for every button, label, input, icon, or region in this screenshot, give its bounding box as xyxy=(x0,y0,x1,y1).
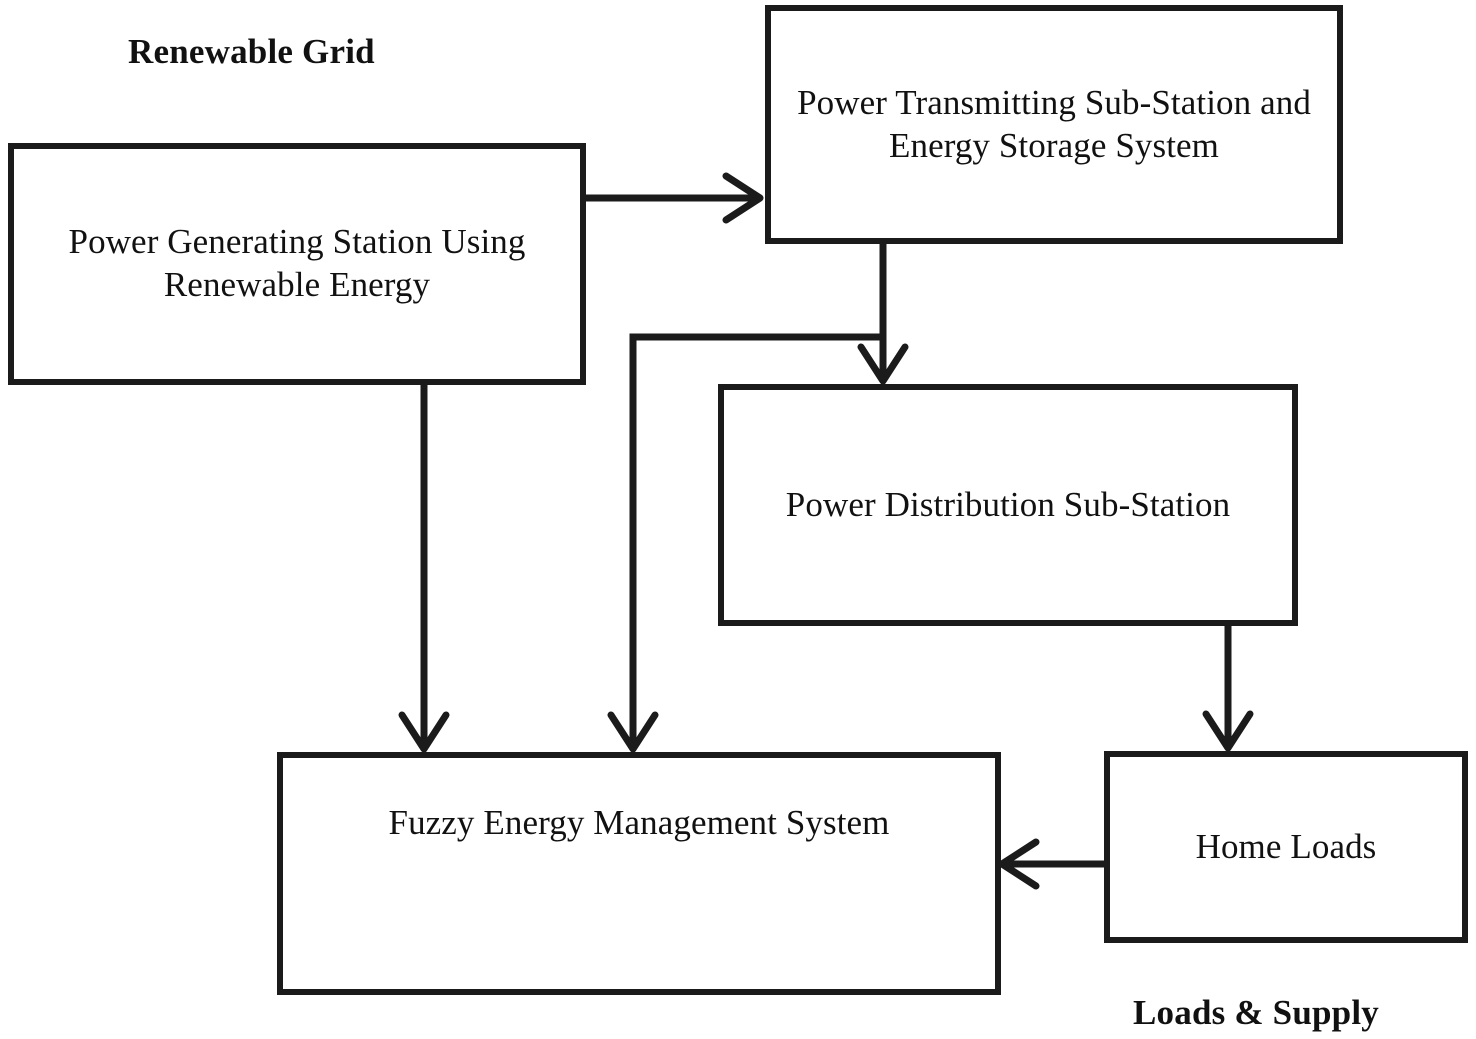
node-label-home-loads: Home Loads xyxy=(1195,826,1377,866)
node-power-generating-station[interactable]: Power Generating Station Using Renewable… xyxy=(8,143,586,385)
node-label-power-transmitting-substation: Power Transmitting Sub-Station and Energ… xyxy=(797,82,1311,165)
edge-home-loads-to-fuzzy xyxy=(998,838,1104,890)
edge-transmitting-to-distribution xyxy=(857,243,909,385)
edge-generating-to-transmitting xyxy=(585,172,764,224)
edge-distribution-to-home-loads xyxy=(1202,625,1254,752)
node-power-transmitting-substation[interactable]: Power Transmitting Sub-Station and Energ… xyxy=(765,5,1343,244)
node-home-loads[interactable]: Home Loads xyxy=(1104,751,1468,943)
node-label-fuzzy-energy-management-system: Fuzzy Energy Management System xyxy=(388,803,890,842)
node-power-distribution-substation[interactable]: Power Distribution Sub-Station xyxy=(718,384,1298,626)
node-fuzzy-energy-management-system[interactable]: Fuzzy Energy Management System xyxy=(277,752,1001,995)
edge-generating-to-fuzzy xyxy=(398,384,450,753)
group-title-loads-and-supply: Loads & Supply xyxy=(1133,993,1379,1032)
node-label-power-distribution-substation: Power Distribution Sub-Station xyxy=(785,484,1231,524)
node-label-power-generating-station: Power Generating Station Using Renewable… xyxy=(68,222,526,304)
group-title-renewable-grid: Renewable Grid xyxy=(128,32,375,71)
